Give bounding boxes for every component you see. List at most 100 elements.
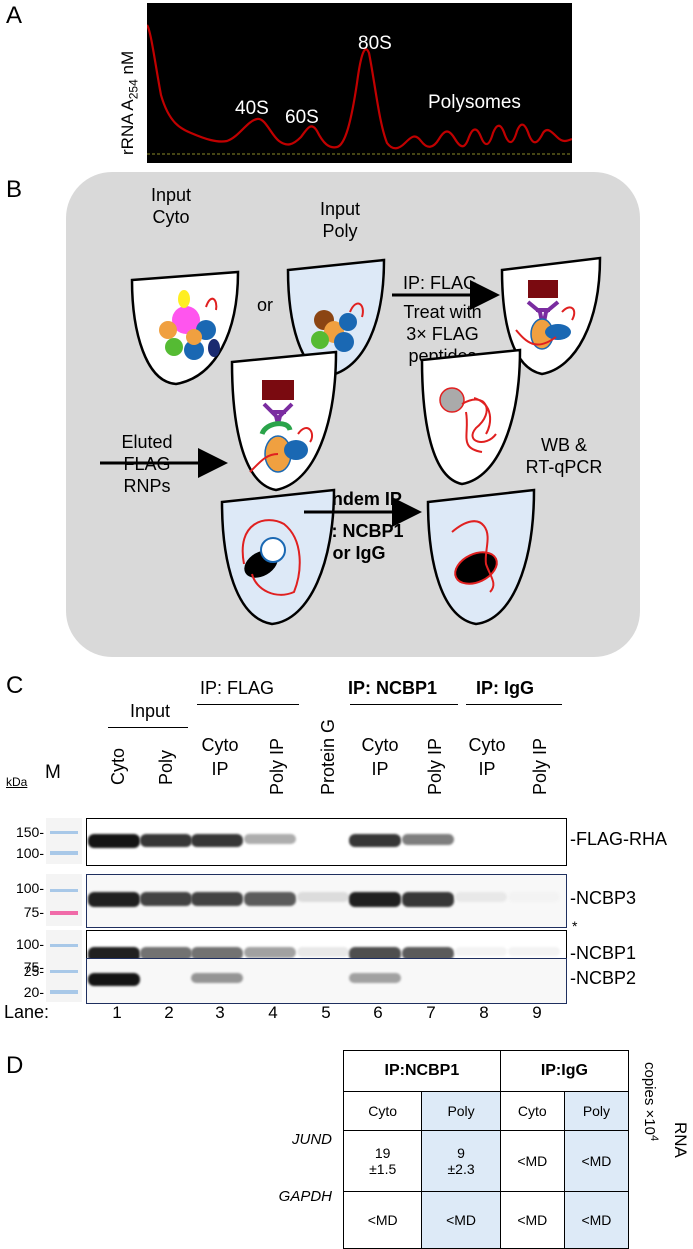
blot-flag-rha [86,818,567,866]
polysome-trace [146,24,573,155]
blot-band [88,973,140,986]
tube-input-poly [286,258,386,378]
ip-flag-label: IP: FLAG [402,273,478,293]
blot-band [349,892,401,907]
blot-band [191,973,243,983]
panel-a-ylabel: rRNA A254 nM [118,50,141,155]
table-cell: <MD [499,1130,565,1192]
lane-row-label: Lane: [4,1002,50,1022]
group-ip-ncbp1: IP: NCBP1 [348,678,438,698]
marker-lane [46,874,82,926]
underline-input [108,727,188,728]
blot-band [88,892,140,907]
lane-number: 7 [426,1003,436,1022]
peak-80s: 80S [358,33,392,54]
peak-60s: 60S [285,107,319,128]
lane-9-label: Poly IP [530,737,550,795]
blot-band [88,834,140,848]
blot-band [244,892,296,906]
table-subheader: Cyto [499,1091,565,1131]
protein-label: -NCBP2 [570,968,637,988]
underline-ip-ncbp1 [350,704,458,705]
schematic-panel [66,172,640,657]
blot-ncbp3 [86,874,567,928]
underline-ip-igg [466,704,562,705]
mw-label: 25- [23,963,44,979]
blot-band [191,834,243,847]
protein-label: -NCBP3 [570,888,637,908]
panel-a-label: A [6,2,23,29]
blot-band [244,947,296,958]
panel-c-label: C [6,672,24,699]
lane-number: 4 [268,1003,278,1022]
blot-band [349,834,401,847]
table-cell: <MD [499,1191,565,1249]
table-header: IP:NCBP1 [343,1050,501,1092]
blot-band [140,947,192,960]
table-row: <MD <MD <MD <MD [342,1191,630,1249]
blot-band [140,892,192,906]
protein-label: -NCBP1 [570,943,637,963]
blot-band [402,892,454,907]
blot-band [508,947,560,956]
panel-d-label: D [6,1052,24,1079]
wb-label: WB &RT-qPCR [525,435,603,477]
tube-final [420,348,522,486]
group-ip-igg: IP: IgG [476,678,534,698]
mw-label: 20- [23,984,44,1000]
table-header: IP:IgG [499,1050,630,1092]
blot-band [297,892,349,902]
mw-label: 100- [15,845,44,861]
table-subheader: Poly [563,1091,630,1131]
or-label: or [256,295,273,315]
nonspecific-note: * [572,918,578,934]
underline-ip-flag [197,704,299,705]
lane-5-label: Protein G [318,718,338,795]
blot-band [297,947,349,957]
blot-band [349,973,401,983]
group-input: Input [130,701,171,721]
tube-eluted [230,350,338,492]
lane-number: 5 [321,1003,331,1022]
panel-b-label: B [6,176,23,203]
blot-band [191,947,243,960]
lane-4-label: Poly IP [267,737,287,795]
lane-number: 1 [112,1003,122,1022]
tube-final-poly [426,488,536,626]
blot-band [508,892,560,902]
table-cell: <MD [563,1130,630,1192]
side-label-rna: RNA [671,1122,690,1158]
mw-label: 75- [23,904,44,920]
table-subheader: Cyto [342,1091,423,1131]
table-subheader: Poly [421,1091,501,1131]
blot-band [402,834,454,845]
blot-band [402,947,454,960]
group-ip-flag: IP: FLAG [200,678,275,698]
lane-2-label: Poly [156,749,176,785]
tube-ncbp1-cyto [220,488,336,626]
rna-copies-table: IP:NCBP1 IP:IgG Cyto Poly Cyto Poly 19±1… [342,1050,630,1249]
marker-lane [46,958,82,1002]
marker-lane [46,818,82,864]
gene-gapdh: GAPDH [278,1188,332,1205]
tube-flag-ip [500,256,602,376]
blot-band [349,947,401,961]
mw-label: 150- [15,824,44,840]
blot-band [455,947,507,956]
blot-band [455,892,507,902]
lane-number: 6 [373,1003,383,1022]
blot-ncbp2 [86,958,567,1004]
polysome-profile [146,3,573,163]
table-row: 19±1.5 9±2.3 <MD <MD [342,1130,630,1192]
marker-column-label: M [45,762,61,783]
mw-label: 100- [15,936,44,952]
lane-number: 2 [164,1003,174,1022]
lane-number: 9 [532,1003,542,1022]
peak-40s: 40S [235,98,269,119]
